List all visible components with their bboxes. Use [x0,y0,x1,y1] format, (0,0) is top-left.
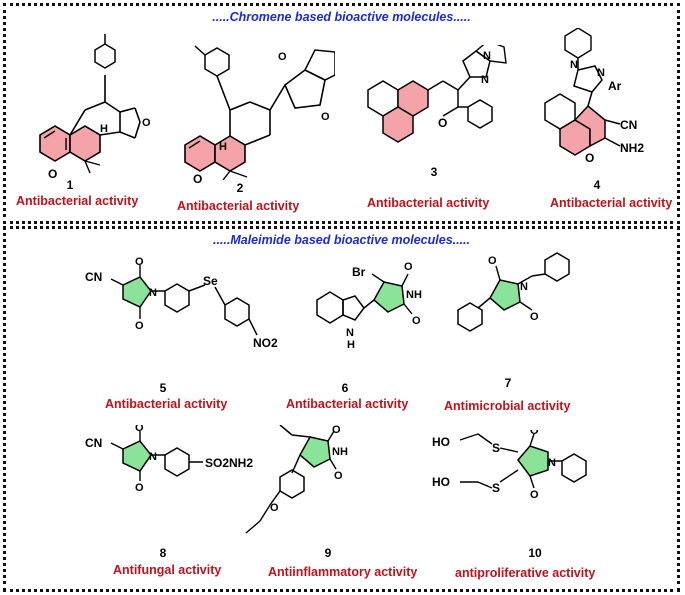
compound-3-oxygen: O [438,116,447,130]
compound-8-sulfonamide: SO2NH2 [205,456,253,470]
compound-4-number: 4 [593,178,601,192]
compound-9-activity: Antiinflammatory activity [268,565,418,579]
compound-2-oxygen-top: O [278,51,287,63]
compound-5-nitro: NO2 [253,336,278,350]
compound-7-structure: O N O [457,252,570,332]
compound-10-oxygen-top: O [530,430,539,437]
compound-1-number: 1 [66,178,74,192]
compound-6-oxygen-bottom: O [412,315,421,327]
compound-4-ar-label: Ar [608,79,622,93]
compound-9-ether-oxygen: O [270,502,279,514]
compound-3-structure: O N N [367,45,507,143]
compound-6-structure: Br O NH O N H [316,261,422,351]
compound-8-cn-label: CN [85,436,102,450]
compound-5-selenium: Se [203,274,218,288]
compound-4-activity: Antibacterial activity [550,196,673,210]
compound-9-oxygen-top: O [332,425,341,436]
compound-8-nitrogen: N [149,451,157,463]
maleimide-panel: .....Maleimide based bioactive molecules… [3,226,680,592]
compound-3-nitrogen-b: N [481,74,489,86]
compound-2-ring-oxygen-label: O [193,172,202,186]
compound-1-hydrogen: H [100,123,108,135]
compound-6-activity: Antibacterial activity [286,397,409,411]
compound-2-ring-oxygen: O [193,172,202,186]
compound-7-oxygen-top: O [488,255,497,267]
compound-9-nh: NH [332,446,348,458]
compound-3-number: 3 [430,165,438,179]
compound-3-nitrogen-a: N [483,50,491,62]
compound-9-number: 9 [324,546,332,560]
compound-7-nitrogen: N [520,281,528,293]
compound-6-number: 6 [341,381,349,395]
compound-4-oxygen: O [585,151,594,165]
compound-10-hydroxyl-b: HO [432,475,450,489]
compound-7-activity: Antimicrobial activity [444,399,571,413]
compound-8-activity: Antifungal activity [113,563,222,577]
compound-10-sulfur-b: S [492,481,500,495]
compound-2-structure: O O H [184,45,335,180]
compound-4-nitrogen-b: N [597,67,605,79]
compound-5-oxygen-top: O [135,256,144,268]
compound-3-activity: Antibacterial activity [367,196,490,210]
compound-4-nh2-label: NH2 [620,141,644,155]
compound-5-nitrogen: N [149,287,157,299]
compound-8-oxygen-bottom: O [135,482,144,494]
chromene-heading: .....Chromene based bioactive molecules.… [212,10,471,24]
compound-10-sulfur-a: S [492,441,500,455]
compound-1-activity: Antibacterial activity [16,194,139,208]
compound-10-hydroxyl-a: HO [432,435,450,449]
compound-9-structure: O NH O O [245,425,348,534]
compound-6-indole-n: N [346,327,354,339]
compound-10-number: 10 [528,546,542,560]
compound-5-number: 5 [159,381,167,395]
compound-5-cn-label: CN [85,270,102,284]
compound-2-activity: Antibacterial activity [177,199,300,213]
compound-1-oxygen: O [48,167,57,180]
compound-5-structure: CN O O N Se NO2 [85,256,278,350]
compound-8-oxygen-top: O [135,425,144,434]
compound-8-structure: CN O O N SO2NH2 [85,425,253,494]
chromene-panel: .....Chromene based bioactive molecules.… [3,3,680,224]
compound-9-oxygen-bottom: O [334,470,343,482]
compound-8-number: 8 [159,546,167,560]
compound-1-anhydride-oxygen: O [142,117,151,129]
compound-10-activity: antiproliferative activity [455,566,596,580]
compound-4-cn-label: CN [620,118,637,132]
compound-5-activity: Antibacterial activity [105,397,228,411]
compound-2-number: 2 [236,181,244,195]
compound-10-nitrogen: N [548,457,556,469]
compound-6-nh: NH [406,289,422,301]
compound-2-hydrogen: H [219,141,227,153]
compound-7-number: 7 [504,376,512,390]
compound-1-structure: O H O [39,34,151,180]
compound-7-oxygen-bottom: O [530,311,539,323]
compound-5-oxygen-bottom: O [135,320,144,332]
maleimide-heading: .....Maleimide based bioactive molecules… [212,233,471,247]
compound-4-nitrogen-a: N [570,59,578,71]
compound-6-indole-h: H [347,339,355,351]
compound-10-structure: HO HO S S O O N [432,430,587,501]
compound-6-oxygen-top: O [404,261,413,273]
compound-10-oxygen-bottom: O [530,489,539,501]
compound-4-structure: N N Ar CN NH2 O [544,28,644,165]
compound-6-bromine: Br [352,265,366,279]
compound-2-oxygen-bottom: O [321,111,330,123]
